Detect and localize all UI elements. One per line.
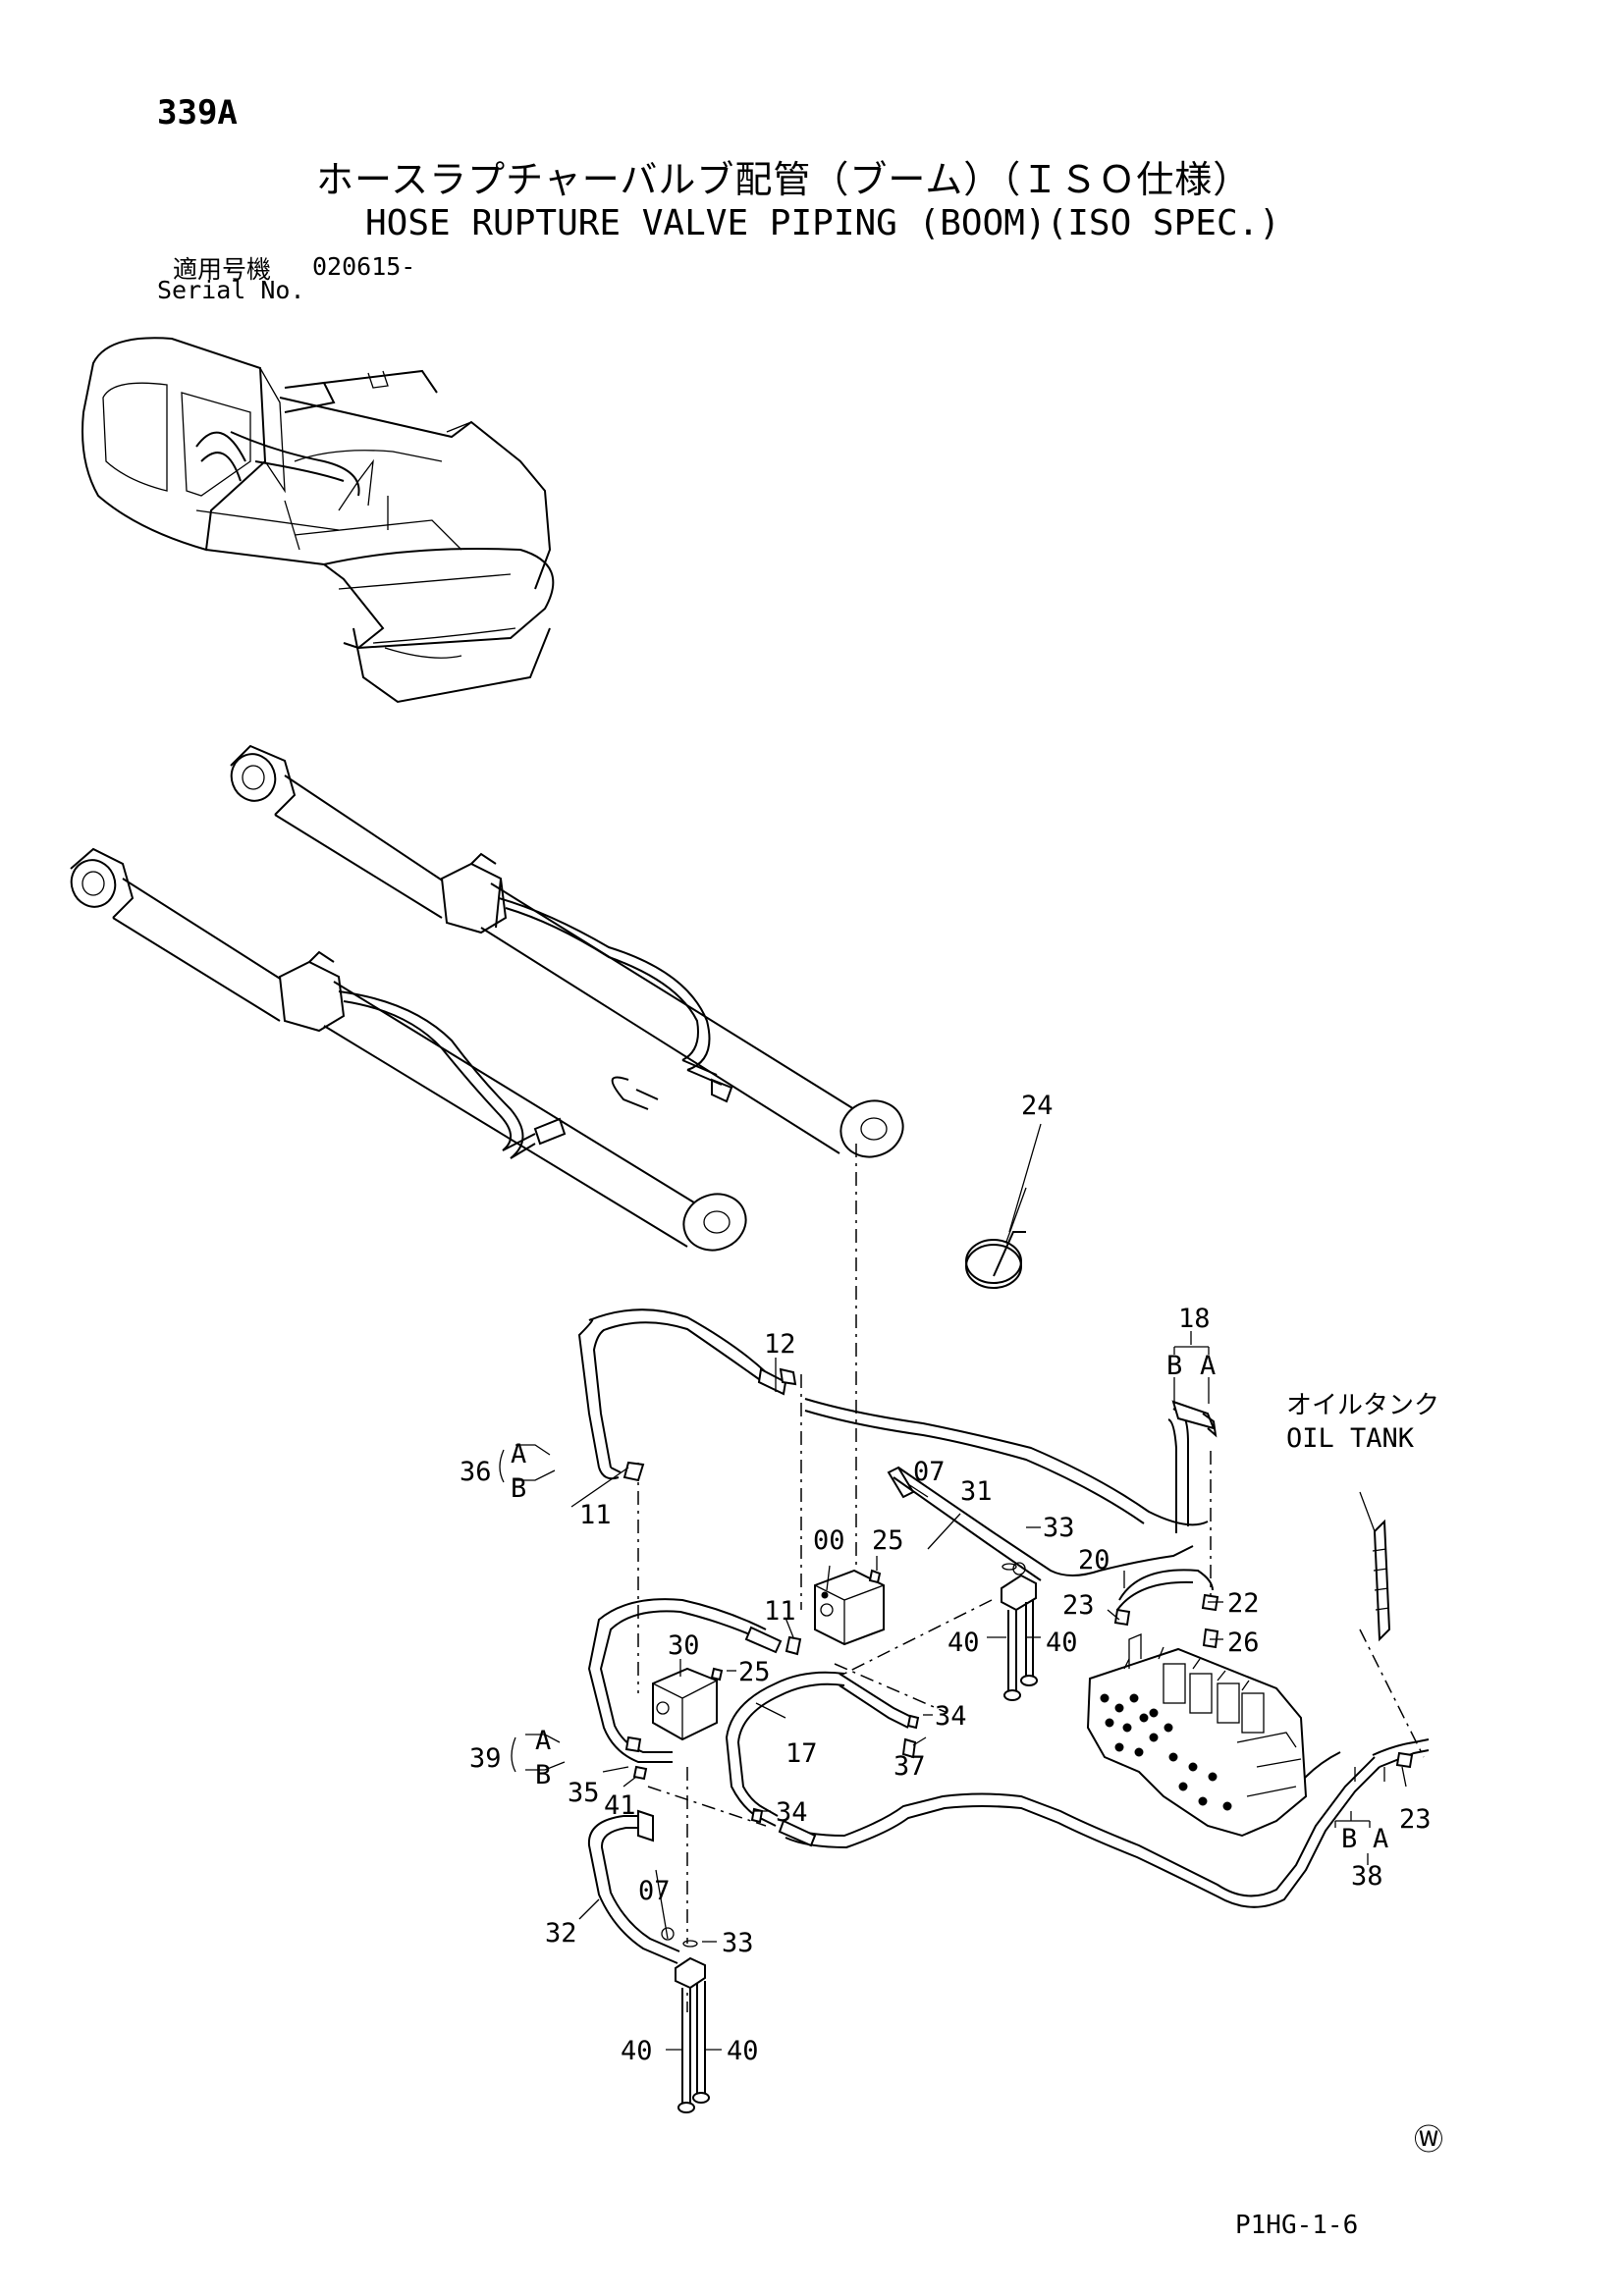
callout-33-lower: 33 — [722, 1928, 754, 1958]
control-valve-assembly — [1086, 1633, 1308, 1838]
part-00-valve-block — [814, 1569, 885, 1646]
port-38-b: B — [1341, 1824, 1357, 1854]
excavator-overview-illustration — [81, 337, 555, 704]
port-18-a: A — [1200, 1351, 1216, 1381]
port-39-a: A — [535, 1726, 551, 1756]
port-39-b: B — [535, 1760, 551, 1790]
callout-36: 36 — [460, 1457, 492, 1487]
port-38-a: A — [1373, 1824, 1388, 1854]
callout-07-upper: 07 — [913, 1457, 946, 1487]
callout-40-lower-left: 40 — [621, 2036, 653, 2066]
callout-24: 24 — [1021, 1091, 1054, 1121]
pipe-32 — [587, 1809, 680, 1964]
hose-38-main — [778, 1738, 1430, 1908]
hose-12-to-oil-tank — [804, 1398, 1218, 1533]
serial-number-value: 020615- — [312, 252, 416, 281]
callout-39: 39 — [469, 1743, 502, 1774]
port-36-b: B — [511, 1473, 526, 1504]
callout-34-left: 34 — [776, 1797, 808, 1828]
title-japanese: ホースラプチャーバルブ配管（ブーム）（ＩＳＯ仕様） — [316, 158, 1252, 201]
callout-30: 30 — [668, 1630, 700, 1661]
callout-11-lower: 11 — [764, 1596, 796, 1627]
callout-37: 37 — [893, 1751, 926, 1782]
callout-18: 18 — [1178, 1304, 1211, 1334]
hose-20 — [1116, 1569, 1214, 1611]
hose-36-upper — [577, 1308, 787, 1480]
part-callouts: 24 18 12 07 31 36 11 00 25 33 20 22 23 2… — [460, 1091, 1432, 2066]
callout-40-upper-left: 40 — [947, 1628, 980, 1658]
callout-00: 00 — [813, 1525, 845, 1556]
oil-tank-label-english: OIL TANK — [1286, 1423, 1415, 1454]
leader-lines — [499, 1123, 1407, 2051]
part-33-bracket-lower — [675, 1940, 710, 2113]
callout-32: 32 — [545, 1918, 577, 1949]
page-number: 339A — [157, 93, 238, 133]
boom-cylinder-lower — [70, 847, 747, 1252]
hose-39-lower — [587, 1598, 783, 1763]
oil-tank-label-japanese: オイルタンク — [1286, 1391, 1439, 1420]
callout-23-left: 23 — [1062, 1590, 1095, 1621]
callout-23-right: 23 — [1399, 1804, 1432, 1835]
connection-lines — [637, 1144, 1425, 2012]
callout-25-lower: 25 — [738, 1657, 771, 1687]
callout-25-upper: 25 — [872, 1525, 904, 1556]
watermark-symbol: Ⓦ — [1414, 2123, 1443, 2158]
callout-07-lower: 07 — [638, 1876, 671, 1906]
callout-20: 20 — [1078, 1545, 1110, 1575]
port-labels: A B A B B A B A — [511, 1351, 1388, 1854]
callout-41: 41 — [604, 1790, 636, 1821]
callout-26: 26 — [1227, 1628, 1260, 1658]
title-english: HOSE RUPTURE VALVE PIPING (BOOM)(ISO SPE… — [365, 203, 1280, 243]
pipe-31 — [887, 1466, 1194, 1581]
serial-label-japanese: 適用号機 — [173, 255, 272, 284]
callout-17: 17 — [785, 1738, 818, 1769]
callout-40-lower-right: 40 — [727, 2036, 759, 2066]
boom-cylinder-upper — [230, 744, 904, 1158]
callout-31: 31 — [960, 1476, 993, 1507]
small-fittings — [623, 1367, 1414, 1941]
port-36-a: A — [511, 1439, 526, 1469]
pipe-17 — [725, 1671, 914, 1827]
oil-tank-detail — [1359, 1491, 1391, 1642]
callout-12: 12 — [764, 1329, 796, 1360]
serial-label-english: Serial No. — [157, 276, 305, 304]
footer-diagram-code: P1HG-1-6 — [1235, 2211, 1359, 2240]
part-33-bracket-upper — [1001, 1563, 1038, 1701]
port-18-b: B — [1166, 1351, 1182, 1381]
callout-11-upper: 11 — [579, 1500, 612, 1530]
callout-38: 38 — [1351, 1861, 1383, 1892]
callout-34-right: 34 — [935, 1701, 967, 1732]
callout-40-upper-right: 40 — [1046, 1628, 1078, 1658]
callout-35: 35 — [568, 1778, 600, 1808]
callout-22: 22 — [1227, 1588, 1260, 1619]
part-30-valve-block — [652, 1667, 718, 1741]
part-24-clamp — [965, 1187, 1027, 1289]
callout-33-upper: 33 — [1043, 1513, 1075, 1543]
